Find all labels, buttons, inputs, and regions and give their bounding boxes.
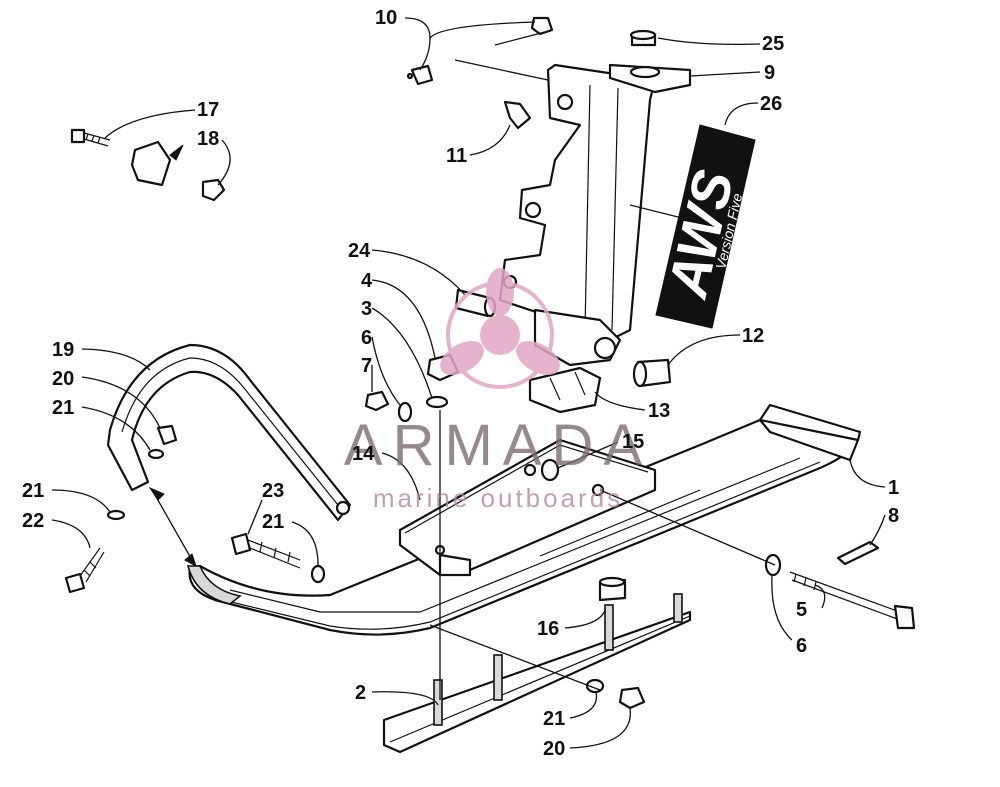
callout-10: 10 — [375, 7, 397, 29]
damper-13 — [528, 366, 602, 414]
nut-7 — [364, 390, 390, 412]
washer-3 — [425, 395, 449, 409]
bushing-15 — [540, 458, 560, 482]
callout-13: 13 — [648, 400, 670, 422]
bushing-12 — [632, 358, 672, 388]
cap-25 — [629, 29, 657, 47]
callout-14: 14 — [352, 443, 375, 465]
callout-20b: 20 — [543, 738, 565, 760]
aws-decal: AWS Version Five — [655, 124, 756, 329]
carbide-runner — [382, 593, 692, 754]
callout-3: 3 — [361, 298, 372, 320]
callout-24: 24 — [348, 240, 371, 262]
bolt-22 — [64, 547, 105, 594]
bolt-5 — [789, 571, 916, 630]
nut-10b — [406, 64, 434, 86]
watermark-title: ARMADA — [344, 413, 652, 478]
callout-18: 18 — [197, 128, 219, 150]
callout-21c: 21 — [262, 511, 284, 533]
callout-12: 12 — [742, 325, 764, 347]
small-parts — [64, 16, 916, 710]
leader-lines — [51, 17, 886, 749]
callout-21a: 21 — [52, 397, 74, 419]
callout-9: 9 — [764, 62, 775, 84]
propeller-logo — [440, 268, 560, 389]
callout-16: 16 — [537, 618, 559, 640]
callout-8: 8 — [888, 505, 899, 527]
callout-19: 19 — [52, 339, 74, 361]
callout-2: 2 — [355, 682, 366, 704]
bolt-23 — [230, 532, 301, 569]
callout-7: 7 — [361, 355, 372, 377]
callout-6b: 6 — [796, 635, 807, 657]
spindle — [498, 63, 692, 367]
callout-26: 26 — [760, 93, 782, 115]
ski-loop — [106, 343, 352, 522]
callout-5: 5 — [796, 599, 807, 621]
nut-20b — [618, 686, 646, 710]
nut-20a — [156, 424, 178, 446]
callout-25: 25 — [762, 33, 784, 55]
armada-watermark: ARMADA marine outboards — [344, 268, 652, 513]
callout-6a: 6 — [361, 327, 372, 349]
callout-21b: 21 — [22, 480, 44, 502]
callout-4: 4 — [361, 270, 373, 292]
callout-21d: 21 — [543, 708, 565, 730]
callout-11: 11 — [446, 145, 467, 167]
nut-16 — [598, 576, 627, 602]
watermark-subtitle: marine outboards — [373, 483, 623, 513]
callout-20a: 20 — [52, 368, 74, 390]
washer-6a — [397, 401, 413, 423]
bracket-17 — [130, 140, 184, 187]
callout-labels: 10 25 9 26 11 17 18 24 4 3 6 7 12 13 19 … — [22, 7, 899, 760]
callout-23: 23 — [262, 480, 284, 502]
cotter-pin-8 — [836, 540, 880, 566]
callout-1: 1 — [888, 477, 899, 499]
nut-18 — [201, 178, 226, 202]
washer-21a — [147, 448, 165, 460]
washer-21c — [310, 564, 326, 584]
ski-saddle — [398, 438, 657, 577]
callout-22: 22 — [22, 510, 44, 532]
bolt-17 — [70, 128, 111, 147]
callout-17: 17 — [197, 99, 219, 121]
nut-10a — [530, 16, 554, 36]
washer-6b — [764, 553, 782, 577]
callout-15: 15 — [622, 431, 644, 453]
washer-21b — [106, 509, 126, 521]
fitting-11 — [503, 100, 532, 130]
